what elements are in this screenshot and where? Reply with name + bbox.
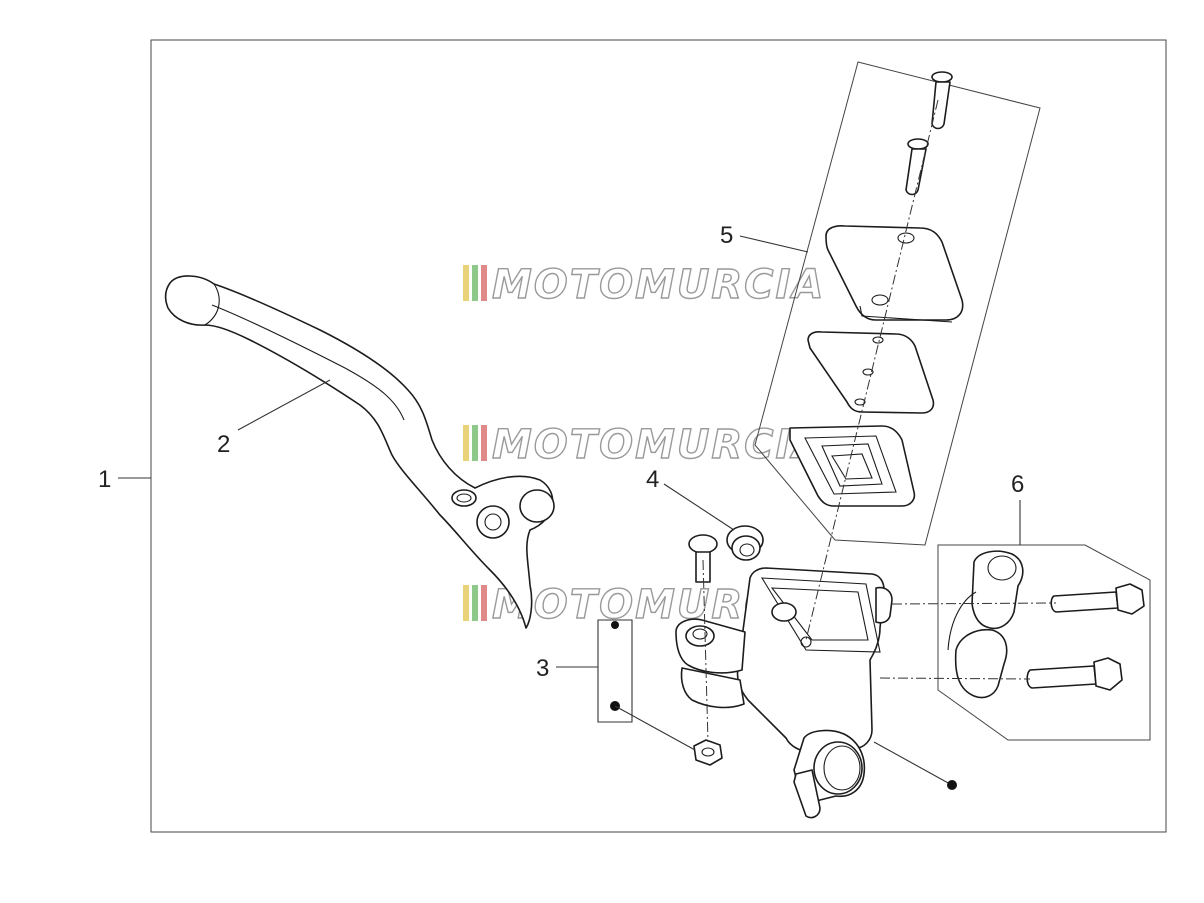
watermark-stripe-1: [463, 425, 469, 461]
adjuster-knob: [726, 525, 764, 561]
screw-head: [907, 138, 929, 150]
screw-head: [931, 71, 953, 83]
switch-connector: [793, 769, 821, 819]
assembly-axis-cap: [805, 99, 939, 641]
callout-5: 5: [720, 222, 733, 249]
lever-pivot-bushing: [476, 505, 510, 539]
reservoir-port: [800, 636, 812, 648]
callout-4: 4: [646, 466, 659, 493]
reservoir-cap-screw-1: [931, 71, 953, 130]
lever-spring-coil: [456, 493, 472, 503]
callout-6: 6: [1011, 471, 1024, 498]
bolt-shank: [1026, 665, 1097, 689]
assembly-axis-bolt-lower: [879, 677, 1031, 680]
plate-hole-3: [854, 398, 866, 406]
diaphragm-bellows: [821, 443, 883, 487]
reservoir-cap-edge: [859, 305, 953, 323]
watermark-stripe-1: [463, 265, 469, 301]
assembly-axis-bolt-upper: [891, 602, 1057, 605]
lever-ridge: [211, 304, 405, 421]
clamp-bolt-lower: [1026, 657, 1123, 691]
handlebar-clamp: [947, 550, 1024, 699]
diagram-frame: [150, 39, 1167, 833]
lever-pivot-hole: [484, 513, 502, 531]
lever-edge: [204, 283, 220, 326]
lever-body: [164, 275, 554, 629]
watermark-stripe-2: [472, 585, 478, 621]
cylinder-dot: [947, 780, 957, 790]
master-cylinder: [675, 567, 893, 819]
watermark-top: MOTOMURCIA: [463, 261, 825, 309]
clamp-bore: [987, 555, 1017, 581]
watermark-text: MOTOMURCIA: [492, 422, 825, 468]
clamp-body: [971, 550, 1024, 630]
lever-spring: [451, 489, 477, 507]
callout-1: 1: [98, 466, 111, 493]
callout-3-bracket: [597, 619, 633, 723]
callout-4-leader: [663, 483, 735, 531]
watermark-stripe-2: [472, 425, 478, 461]
cylinder-dot-leader: [873, 741, 951, 785]
reservoir-diaphragm: [789, 425, 916, 507]
bolt-head: [688, 534, 718, 554]
plate-hole-1: [872, 336, 884, 344]
reservoir-opening: [760, 577, 881, 653]
lever-stop-tab: [680, 667, 745, 709]
watermark-stripe-2: [472, 265, 478, 301]
diaphragm-inner: [804, 435, 897, 495]
clamp-lower: [954, 628, 1008, 699]
cap-screw-hole-2: [871, 294, 889, 306]
screw-shank: [905, 148, 927, 196]
callout-3-dot-upper: [611, 621, 619, 629]
reservoir-fitting: [771, 602, 797, 622]
watermark-middle: MOTOMURCIA: [463, 421, 825, 469]
watermark-stripe-3: [481, 425, 487, 461]
nut-hole: [701, 747, 715, 757]
watermark-stripe-3: [481, 585, 487, 621]
assembly-axis-pivot: [702, 559, 709, 743]
bolt-shank: [1050, 591, 1119, 613]
lever-bore: [519, 489, 555, 523]
watermark-stripe-1: [463, 585, 469, 621]
screw-shank: [931, 81, 951, 130]
reservoir-cap-screw-2: [905, 138, 929, 196]
callout-3-nut-leader: [614, 705, 696, 751]
brake-lever: [164, 275, 555, 629]
pivot-nut: [693, 739, 723, 766]
knob-center: [739, 543, 755, 557]
callout-2: 2: [217, 431, 230, 458]
watermark-stripe-3: [481, 265, 487, 301]
pivot-boss: [685, 625, 715, 647]
mount-lug: [875, 586, 893, 624]
cap-screw-hole-1: [897, 232, 915, 244]
watermark-text: MOTOMURCIA: [492, 262, 825, 308]
cylinder-body: [736, 567, 885, 753]
bolt-head-hex: [1115, 583, 1145, 615]
part-5-group-outline: [754, 61, 1041, 546]
switch-face: [823, 745, 861, 791]
callout-3: 3: [536, 655, 549, 682]
callout-2-leader: [237, 379, 331, 431]
reservoir-plate: [807, 331, 935, 414]
brake-light-switch: [813, 741, 863, 795]
part-6-group-outline: [937, 544, 1151, 741]
reservoir-cap: [825, 225, 964, 321]
reservoir-inner: [770, 587, 869, 641]
clamp-curve: [947, 591, 977, 651]
callout-5-leader: [739, 235, 809, 253]
knob-body: [731, 535, 761, 561]
plate-hole-2: [862, 368, 874, 376]
clamp-bolt-upper: [1050, 583, 1145, 615]
nut-hex: [693, 739, 723, 766]
pivot-hole: [692, 628, 708, 640]
bolt-head-hex: [1093, 657, 1123, 691]
